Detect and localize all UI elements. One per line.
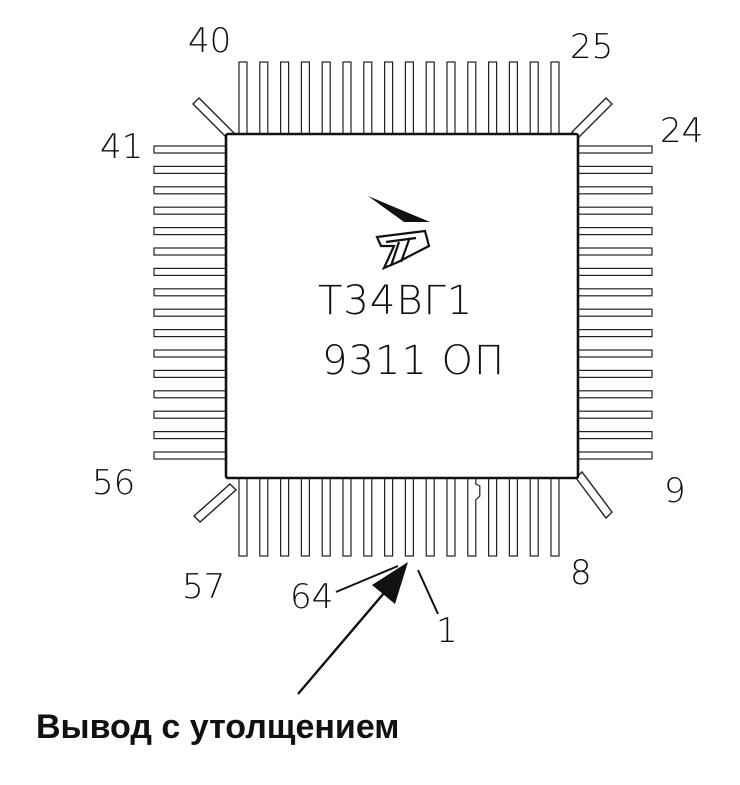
pins-bottom-row <box>238 475 560 557</box>
corner-tab-bottom-left <box>192 483 238 523</box>
pin-bottom <box>280 475 290 557</box>
pin-top <box>529 61 539 137</box>
date-code: 9311 ОП <box>322 338 505 384</box>
pin-right <box>575 390 653 399</box>
leader-line-1 <box>417 569 439 615</box>
corner-tab-top-right <box>571 97 613 139</box>
pin-top <box>508 61 518 137</box>
pin-label-41: 41 <box>100 127 143 167</box>
pin-left <box>153 227 229 236</box>
pin-bottom <box>508 475 518 557</box>
pin-top <box>342 61 352 137</box>
pin-left <box>153 308 229 317</box>
pin-top <box>425 61 435 137</box>
chip-body <box>224 132 580 480</box>
pin-right <box>575 308 653 317</box>
pin-left <box>153 267 229 276</box>
manufacturer-logo-icon <box>368 196 431 271</box>
pin-right <box>575 165 653 174</box>
pin-right <box>575 247 653 256</box>
pin-bottom <box>404 475 414 557</box>
pin-left <box>153 390 229 399</box>
pin-bottom <box>321 475 331 557</box>
pin-bottom <box>488 475 498 557</box>
pin-right <box>575 206 653 215</box>
pin-bottom <box>446 475 456 557</box>
pin-left <box>153 349 229 358</box>
pin-top <box>280 61 290 137</box>
pin-top <box>238 61 248 137</box>
pin-right <box>575 349 653 358</box>
pins-right-column <box>575 145 653 460</box>
pin-label-40: 40 <box>188 21 231 61</box>
pin-bottom-thickened <box>467 476 481 557</box>
pin-left <box>153 165 229 174</box>
pin-bottom <box>384 475 394 557</box>
pin-label-25: 25 <box>570 27 613 67</box>
pin-top <box>446 61 456 137</box>
pin-top <box>404 61 414 137</box>
pin-top <box>467 61 477 137</box>
pin-left <box>153 288 229 297</box>
pin-top <box>259 61 269 137</box>
pin-label-24: 24 <box>660 111 703 151</box>
pin-top <box>300 61 310 137</box>
pin-top <box>321 61 331 137</box>
pin-right <box>575 145 653 154</box>
leader-line-64 <box>335 565 399 593</box>
pin-label-57: 57 <box>182 567 225 607</box>
pin-top <box>363 61 373 137</box>
pin-label-9: 9 <box>664 471 686 511</box>
pin-label-56: 56 <box>92 463 135 503</box>
pin-label-64: 64 <box>290 577 333 617</box>
pin-left <box>153 451 229 460</box>
pin-right <box>575 227 653 236</box>
pin-right <box>575 329 653 338</box>
part-number: Т34ВГ1 <box>318 278 473 324</box>
pin-left <box>153 329 229 338</box>
pin-right <box>575 410 653 419</box>
pins-top-row <box>238 61 560 137</box>
pin-right <box>575 267 653 276</box>
pin-left <box>153 410 229 419</box>
caption-thickened-pin: Вывод с утолщением <box>36 708 399 746</box>
arrow-shaft <box>297 585 391 695</box>
pin-left <box>153 247 229 256</box>
pin-bottom <box>259 475 269 557</box>
arrow-head <box>372 562 408 604</box>
pin-left <box>153 186 229 195</box>
pin-top <box>488 61 498 137</box>
pin-right <box>575 288 653 297</box>
pin-left <box>153 369 229 378</box>
pin-top <box>384 61 394 137</box>
pins-left-column <box>153 145 229 460</box>
pin-left <box>153 431 229 440</box>
pin-bottom <box>425 475 435 557</box>
pin-label-1: 1 <box>436 611 458 651</box>
pin-bottom <box>342 475 352 557</box>
pin-left <box>153 206 229 215</box>
pin-top <box>550 61 560 137</box>
pin-bottom <box>550 475 560 557</box>
corner-tab-bottom-right <box>575 470 613 520</box>
pin-bottom <box>300 475 310 557</box>
pin-bottom <box>363 475 373 557</box>
pin-right <box>575 431 653 440</box>
pin-right <box>575 451 653 460</box>
pin-right <box>575 186 653 195</box>
pin-bottom <box>529 475 539 557</box>
pin-label-8: 8 <box>570 553 592 593</box>
pin-right <box>575 369 653 378</box>
pin-left <box>153 145 229 154</box>
pin-bottom <box>238 475 248 557</box>
corner-tabs <box>192 97 613 523</box>
